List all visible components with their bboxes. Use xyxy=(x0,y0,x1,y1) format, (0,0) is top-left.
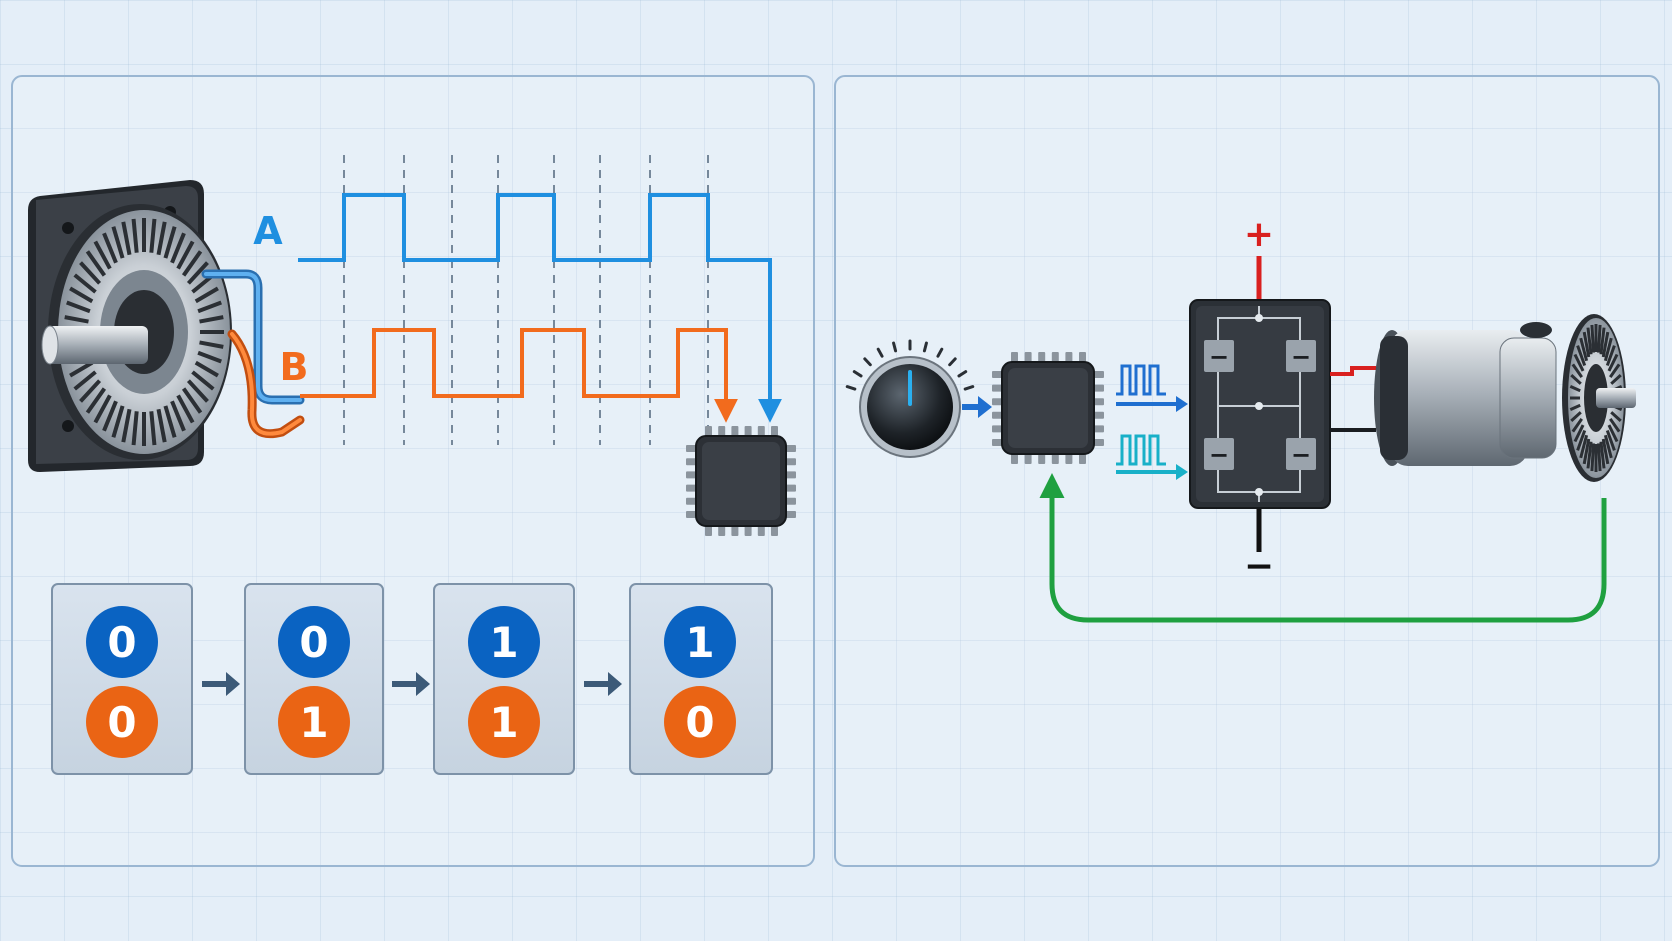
quadrature-state-sequence: 0 0 0 1 1 1 1 xyxy=(51,583,773,775)
state-3-a-value: 1 xyxy=(489,618,518,667)
pwm-pulse-icon xyxy=(1116,434,1188,480)
pwm-pulse-icon xyxy=(1116,364,1188,412)
state-box-4: 1 0 xyxy=(629,583,773,775)
rotary-encoder-disc-icon xyxy=(28,180,232,472)
state-2-b-value: 1 xyxy=(299,698,328,747)
bit-b-badge xyxy=(86,686,158,758)
channel-a-waveform xyxy=(298,193,782,423)
bit-b-badge xyxy=(468,686,540,758)
bit-a-badge xyxy=(664,606,736,678)
state-box-1: 0 0 xyxy=(51,583,193,775)
microcontroller-chip-icon xyxy=(686,426,796,536)
supply-negative-label: − xyxy=(1244,546,1274,587)
state-box-2: 0 1 xyxy=(244,583,384,775)
bit-a-badge xyxy=(86,606,158,678)
state-4-a-value: 1 xyxy=(685,618,714,667)
motor-lead-positive xyxy=(1330,366,1376,376)
switch-mark: − xyxy=(1209,441,1229,469)
switch-mark: − xyxy=(1291,441,1311,469)
dc-motor-icon xyxy=(1374,314,1636,482)
bit-a-badge xyxy=(468,606,540,678)
state-3-b-value: 1 xyxy=(489,698,518,747)
channel-a-label: A xyxy=(253,209,283,253)
microcontroller-chip-icon xyxy=(992,352,1104,464)
arrow-right-icon xyxy=(584,672,622,696)
bit-b-badge xyxy=(278,686,350,758)
switch-mark: − xyxy=(1209,343,1229,371)
arrow-right-icon xyxy=(392,672,430,696)
state-1-a-value: 0 xyxy=(107,618,136,667)
arrow-right-icon xyxy=(202,672,240,696)
state-2-a-value: 0 xyxy=(299,618,328,667)
channel-b-waveform xyxy=(300,328,738,423)
arrow-right-icon xyxy=(962,396,992,418)
bit-a-badge xyxy=(278,606,350,678)
control-knob-icon xyxy=(845,339,975,458)
state-4-b-value: 0 xyxy=(685,698,714,747)
switch-mark: − xyxy=(1291,343,1311,371)
state-1-b-value: 0 xyxy=(107,698,136,747)
feedback-loop xyxy=(1039,473,1607,623)
channel-b-label: B xyxy=(280,345,309,389)
state-box-3: 1 1 xyxy=(433,583,575,775)
h-bridge-driver-icon: + − − − − − xyxy=(1189,214,1331,587)
bit-b-badge xyxy=(664,686,736,758)
supply-positive-label: + xyxy=(1244,214,1274,255)
